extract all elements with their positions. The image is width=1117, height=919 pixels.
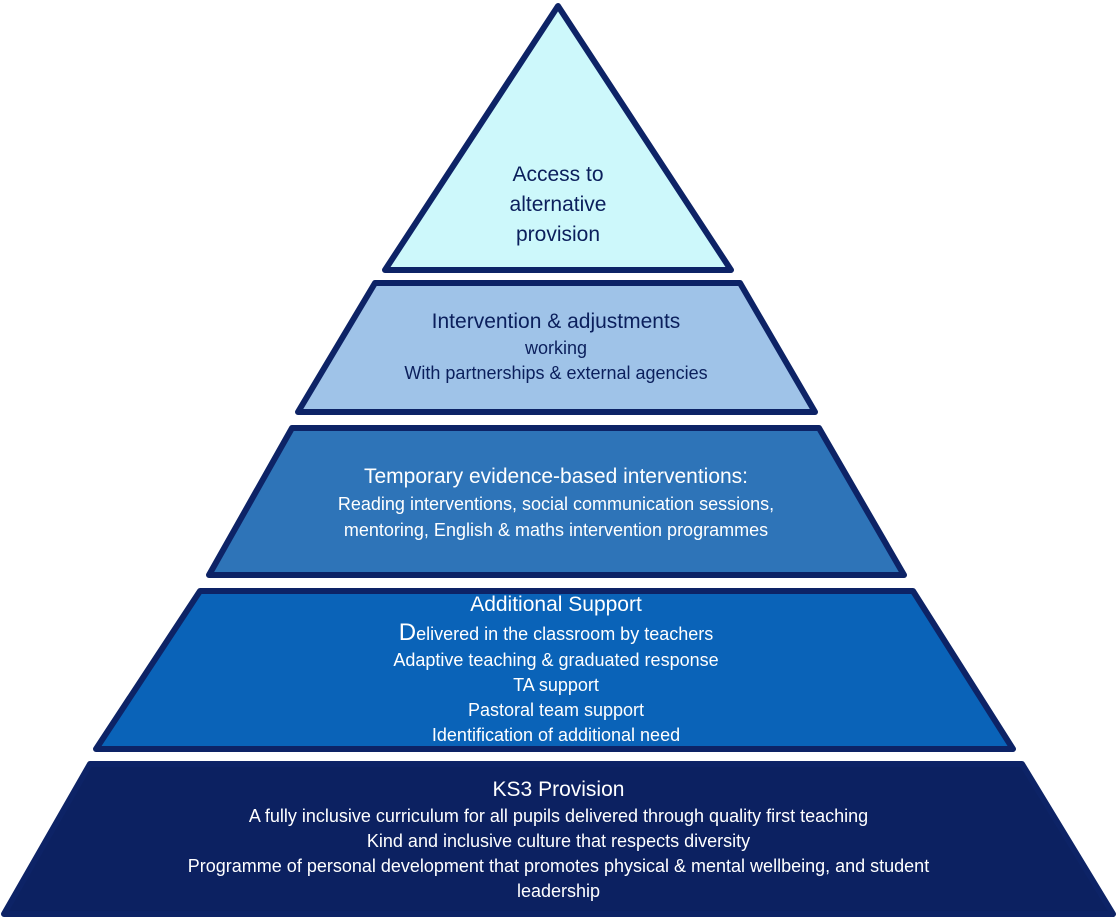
tier-5-title: KS3 Provision xyxy=(492,778,625,801)
tier-4-title: Additional Support xyxy=(470,593,642,616)
tier-5-shape xyxy=(1,761,1116,917)
tier-4-text: Additional Support Delivered in the clas… xyxy=(200,591,912,748)
tier-4-initial: D xyxy=(398,619,417,646)
tier-4-line-rest: elivered in the classroom by teachers xyxy=(416,624,714,644)
tier-2-line: working xyxy=(524,338,588,358)
tier-4-line: TA support xyxy=(513,675,599,695)
tier-4-line: Identification of additional need xyxy=(431,725,681,745)
tier-1-line: alternative xyxy=(509,193,607,216)
tier-1-shape xyxy=(382,3,734,273)
tier-5-line: A fully inclusive curriculum for all pup… xyxy=(248,806,869,826)
tier-5-line: Kind and inclusive culture that respects… xyxy=(366,831,751,851)
tier-2-title: Intervention & adjustments xyxy=(431,310,681,333)
tier-3-text: Temporary evidence-based interventions: … xyxy=(212,462,900,543)
tier-4-line: Adaptive teaching & graduated response xyxy=(393,650,719,670)
tier-4-line: Pastoral team support xyxy=(467,700,645,720)
tier-3-shape xyxy=(206,425,907,578)
tier-1-line: provision xyxy=(515,223,601,246)
tier-5-line: Programme of personal development that p… xyxy=(187,856,930,876)
tier-3-line: mentoring, English & maths intervention … xyxy=(343,520,769,540)
tier-3-title: Temporary evidence-based interventions: xyxy=(363,465,749,488)
tier-5-text: KS3 Provision A fully inclusive curricul… xyxy=(40,776,1077,904)
tier-2-text: Intervention & adjustments working With … xyxy=(300,308,812,386)
tier-3-line: Reading interventions, social communicat… xyxy=(337,494,775,514)
tier-4-shape xyxy=(93,588,1016,752)
tier-1-text: Access to alternative provision xyxy=(458,160,658,250)
tier-4-line: Delivered in the classroom by teachers xyxy=(200,619,912,648)
tier-5-line: leadership xyxy=(516,881,601,901)
tier-2-line: With partnerships & external agencies xyxy=(404,363,708,383)
tier-1-line: Access to xyxy=(512,163,604,186)
tier-2-shape xyxy=(295,280,818,415)
